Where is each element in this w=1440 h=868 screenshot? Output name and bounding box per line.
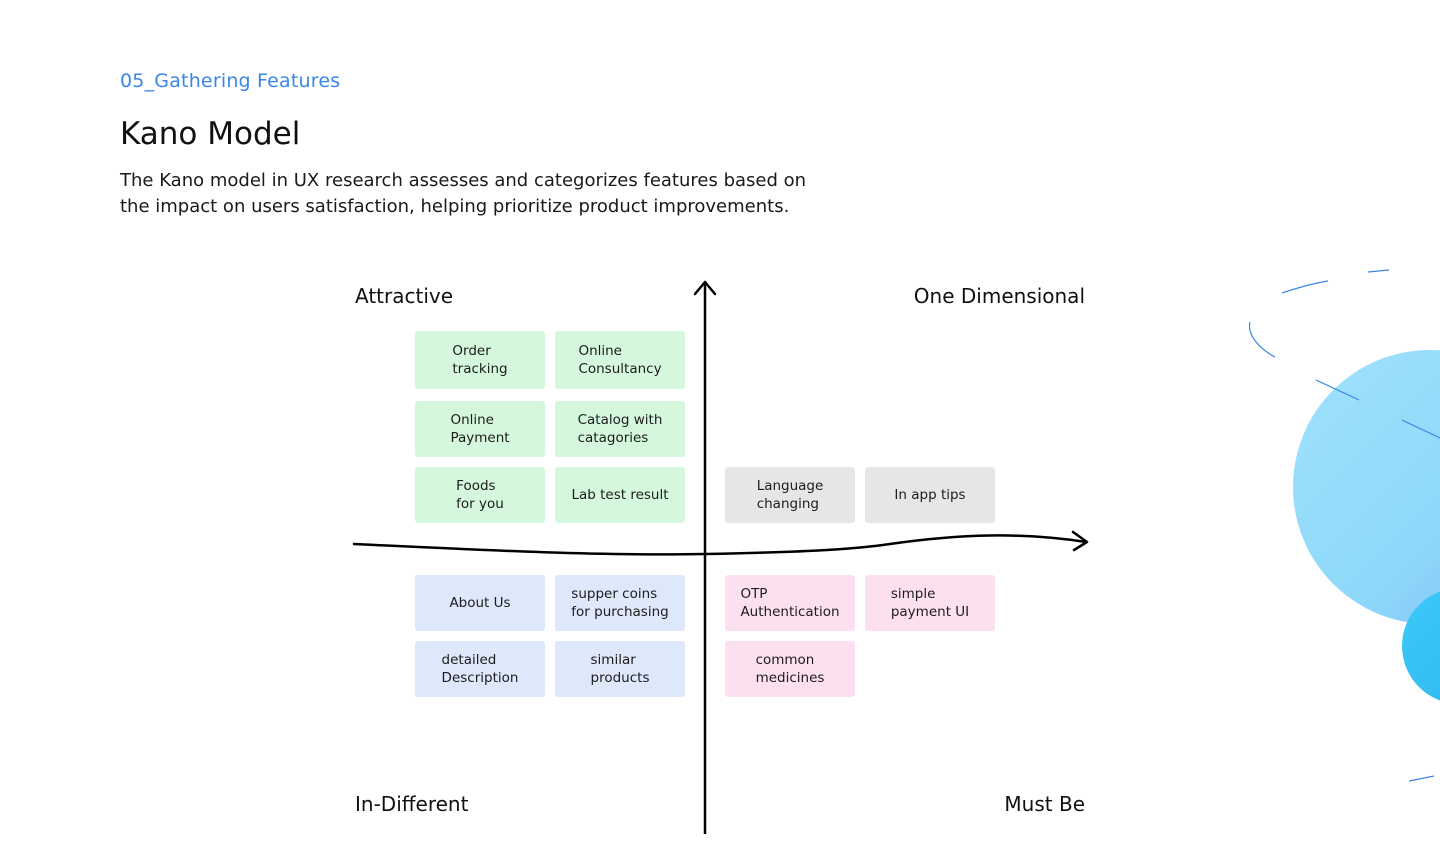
- feature-card-lab-test-result: Lab test result: [555, 467, 685, 523]
- feature-card-in-app-tips: In app tips: [865, 467, 995, 523]
- quadrant-label-in-different: In-Different: [355, 792, 469, 816]
- horizontal-axis-arrowhead: [1071, 530, 1089, 552]
- feature-card-label: detailed Description: [441, 652, 519, 686]
- section-label: 05_Gathering Features: [120, 70, 341, 92]
- dash-stroke: [1315, 379, 1360, 401]
- feature-card-label: Order tracking: [452, 343, 508, 377]
- small-bubble-shape: [1402, 591, 1440, 701]
- feature-card-label: Online Consultancy: [578, 343, 662, 377]
- feature-card-label: Foods for you: [456, 478, 504, 512]
- feature-card-catalog: Catalog with catagories: [555, 401, 685, 457]
- feature-card-similar-products: similar products: [555, 641, 685, 697]
- feature-card-label: In app tips: [894, 487, 966, 503]
- dash-stroke: [1401, 419, 1440, 439]
- quadrant-label-one-dimensional: One Dimensional: [913, 284, 1085, 308]
- feature-card-label: supper coins for purchasing: [571, 586, 669, 620]
- horizontal-axis: [352, 534, 1088, 556]
- feature-card-label: About Us: [449, 595, 511, 611]
- dash-stroke: [1408, 775, 1435, 782]
- feature-card-label: Lab test result: [571, 487, 669, 503]
- decorative-bubbles: [1248, 269, 1440, 782]
- large-bubble-shape: [1293, 350, 1440, 624]
- dash-stroke: [1281, 280, 1329, 294]
- feature-card-order-tracking: Order tracking: [415, 331, 545, 389]
- feature-card-label: Catalog with catagories: [577, 412, 663, 446]
- feature-card-label: Online Payment: [450, 412, 510, 446]
- feature-card-language-changing: Language changing: [725, 467, 855, 523]
- quadrant-label-attractive: Attractive: [355, 284, 454, 308]
- dash-stroke: [1248, 321, 1276, 358]
- feature-card-online-payment: Online Payment: [415, 401, 545, 457]
- feature-card-about-us: About Us: [415, 575, 545, 631]
- feature-card-label: Language changing: [756, 478, 824, 512]
- feature-card-label: common medicines: [755, 652, 825, 686]
- vertical-axis-arrowhead: [693, 280, 717, 296]
- feature-card-supper-coins: supper coins for purchasing: [555, 575, 685, 631]
- page-title: Kano Model: [120, 116, 301, 152]
- feature-card-label: similar products: [590, 652, 650, 686]
- feature-card-label: OTP Authentication: [740, 586, 840, 620]
- quadrant-label-must-be: Must Be: [1004, 792, 1085, 816]
- feature-card-otp-authentication: OTP Authentication: [725, 575, 855, 631]
- dash-stroke: [1367, 269, 1390, 273]
- feature-card-foods-for-you: Foods for you: [415, 467, 545, 523]
- page-description: The Kano model in UX research assesses a…: [120, 170, 807, 217]
- feature-card-detailed-description: detailed Description: [415, 641, 545, 697]
- feature-card-simple-payment-ui: simple payment UI: [865, 575, 995, 631]
- feature-card-common-medicines: common medicines: [725, 641, 855, 697]
- feature-card-label: simple payment UI: [890, 586, 970, 620]
- feature-card-online-consultancy: Online Consultancy: [555, 331, 685, 389]
